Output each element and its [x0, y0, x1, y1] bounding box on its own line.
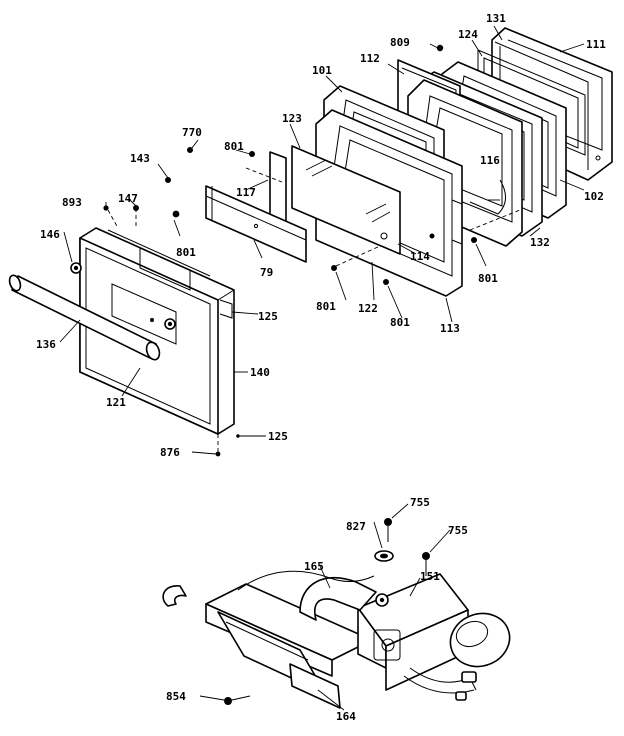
callout-143: 143 [130, 152, 150, 165]
callout-125-bottom: 125 [268, 430, 288, 443]
callout-131: 131 [486, 12, 506, 25]
callout-827: 827 [346, 520, 366, 533]
callout-164: 164 [336, 710, 356, 723]
assembly-lines [107, 167, 521, 452]
callout-755-left: 755 [410, 496, 430, 509]
outer-door-panel-140 [79, 227, 235, 435]
callout-117: 117 [236, 186, 256, 199]
callout-112: 112 [360, 52, 380, 65]
screws [103, 44, 477, 457]
callout-136: 136 [36, 338, 56, 351]
callout-801-left: 801 [176, 246, 196, 259]
callout-114: 114 [410, 250, 430, 263]
callout-122: 122 [358, 302, 378, 315]
callout-755-right: 755 [448, 524, 468, 537]
callout-146: 146 [40, 228, 60, 241]
callout-801-right: 801 [478, 272, 498, 285]
callout-labels: 111 131 124 809 112 101 123 770 801 143 … [36, 12, 606, 723]
callout-123: 123 [282, 112, 302, 125]
callout-801-top: 801 [224, 140, 244, 153]
leader-lines [59, 25, 585, 711]
callout-116: 116 [480, 154, 500, 167]
callout-102: 102 [584, 190, 604, 203]
callout-165: 165 [304, 560, 324, 573]
callout-121: 121 [106, 396, 126, 409]
callout-893: 893 [62, 196, 82, 209]
callout-151: 151 [420, 570, 440, 583]
callout-801-bottom: 801 [390, 316, 410, 329]
callout-79: 79 [260, 266, 273, 279]
callout-132: 132 [530, 236, 550, 249]
callout-770: 770 [182, 126, 202, 139]
callout-140: 140 [250, 366, 270, 379]
callout-809: 809 [390, 36, 410, 49]
lock-link-rod-165 [237, 570, 375, 591]
callout-801-mid: 801 [316, 300, 336, 313]
lower-hardware [224, 518, 430, 705]
callout-854: 854 [166, 690, 186, 703]
door-latch-assembly-151 [162, 573, 511, 709]
door-handle-136 [8, 262, 176, 361]
callout-125-top: 125 [258, 310, 278, 323]
callout-111: 111 [586, 38, 606, 51]
callout-876: 876 [160, 446, 180, 459]
window-glass-123 [291, 145, 401, 255]
callout-113: 113 [440, 322, 460, 335]
callout-101: 101 [312, 64, 332, 77]
callout-124: 124 [458, 28, 478, 41]
callout-147: 147 [118, 192, 138, 205]
door-channel-79 [205, 185, 307, 263]
